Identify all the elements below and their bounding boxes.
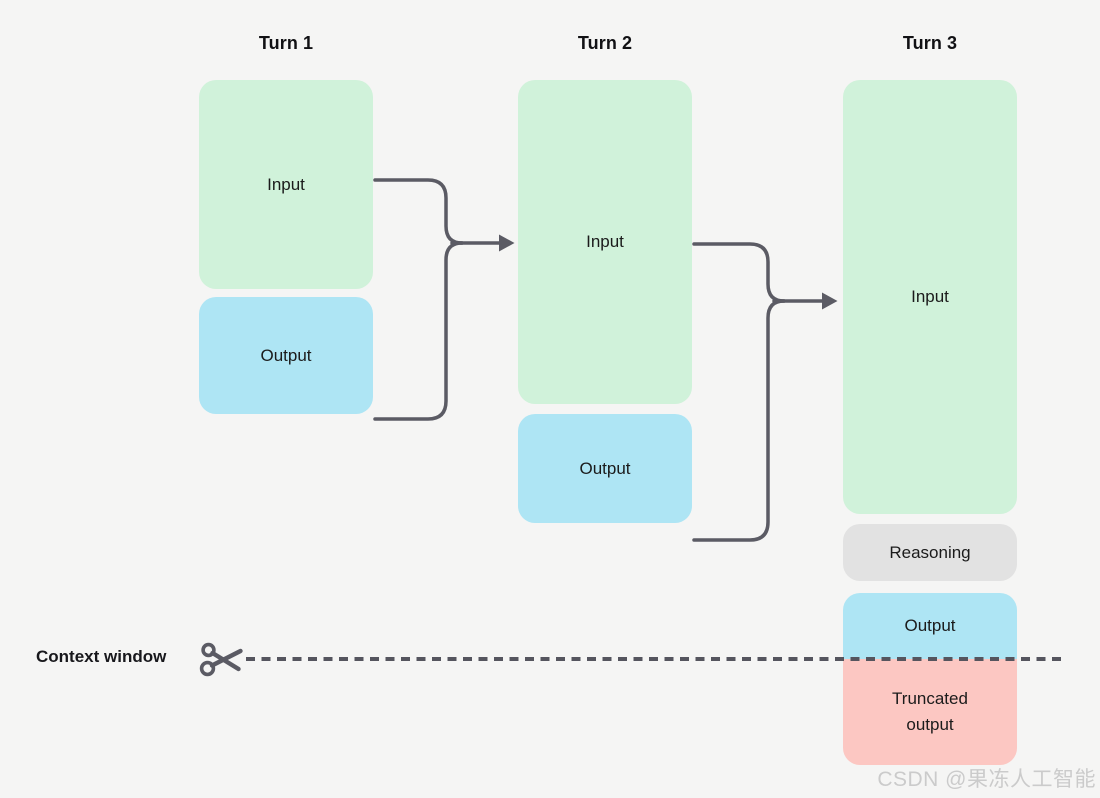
- turn2-output-box: Output: [518, 414, 692, 523]
- connector-turn1-to-turn2: [373, 178, 501, 421]
- turn1-output-label: Output: [260, 345, 312, 365]
- turn3-truncated-output-label: Truncated output: [892, 689, 968, 734]
- turn-1-title: Turn 1: [258, 33, 314, 53]
- connector-turn2-to-turn3: [692, 242, 824, 542]
- turn-3-title: Turn 3: [902, 33, 958, 53]
- turn3-input-label: Input: [911, 287, 949, 306]
- turn3-reasoning-label: Reasoning: [889, 542, 971, 562]
- turn3-truncated-output-box: Truncated output: [843, 659, 1017, 765]
- turn3-reasoning-box: Reasoning: [843, 524, 1017, 581]
- turn2-input-label: Input: [586, 232, 624, 251]
- scissors-icon: [199, 642, 243, 677]
- turn3-output-box: Output: [843, 593, 1017, 659]
- arrowhead-turn2-icon: [499, 234, 515, 252]
- turn3-output-label: Output: [904, 616, 956, 635]
- arrowhead-turn3-icon: [822, 292, 838, 310]
- turn1-input-label: Input: [267, 174, 305, 194]
- turn-2-title: Turn 2: [577, 33, 633, 53]
- turn2-input-box: Input: [518, 80, 692, 404]
- turn2-output-label: Output: [579, 458, 631, 478]
- turn1-input-box: Input: [199, 80, 373, 289]
- context-window-label: Context window: [36, 647, 167, 666]
- watermark-text: CSDN @果冻人工智能: [877, 768, 1096, 791]
- turn3-input-box: Input: [843, 80, 1017, 514]
- turn1-output-box: Output: [199, 297, 373, 414]
